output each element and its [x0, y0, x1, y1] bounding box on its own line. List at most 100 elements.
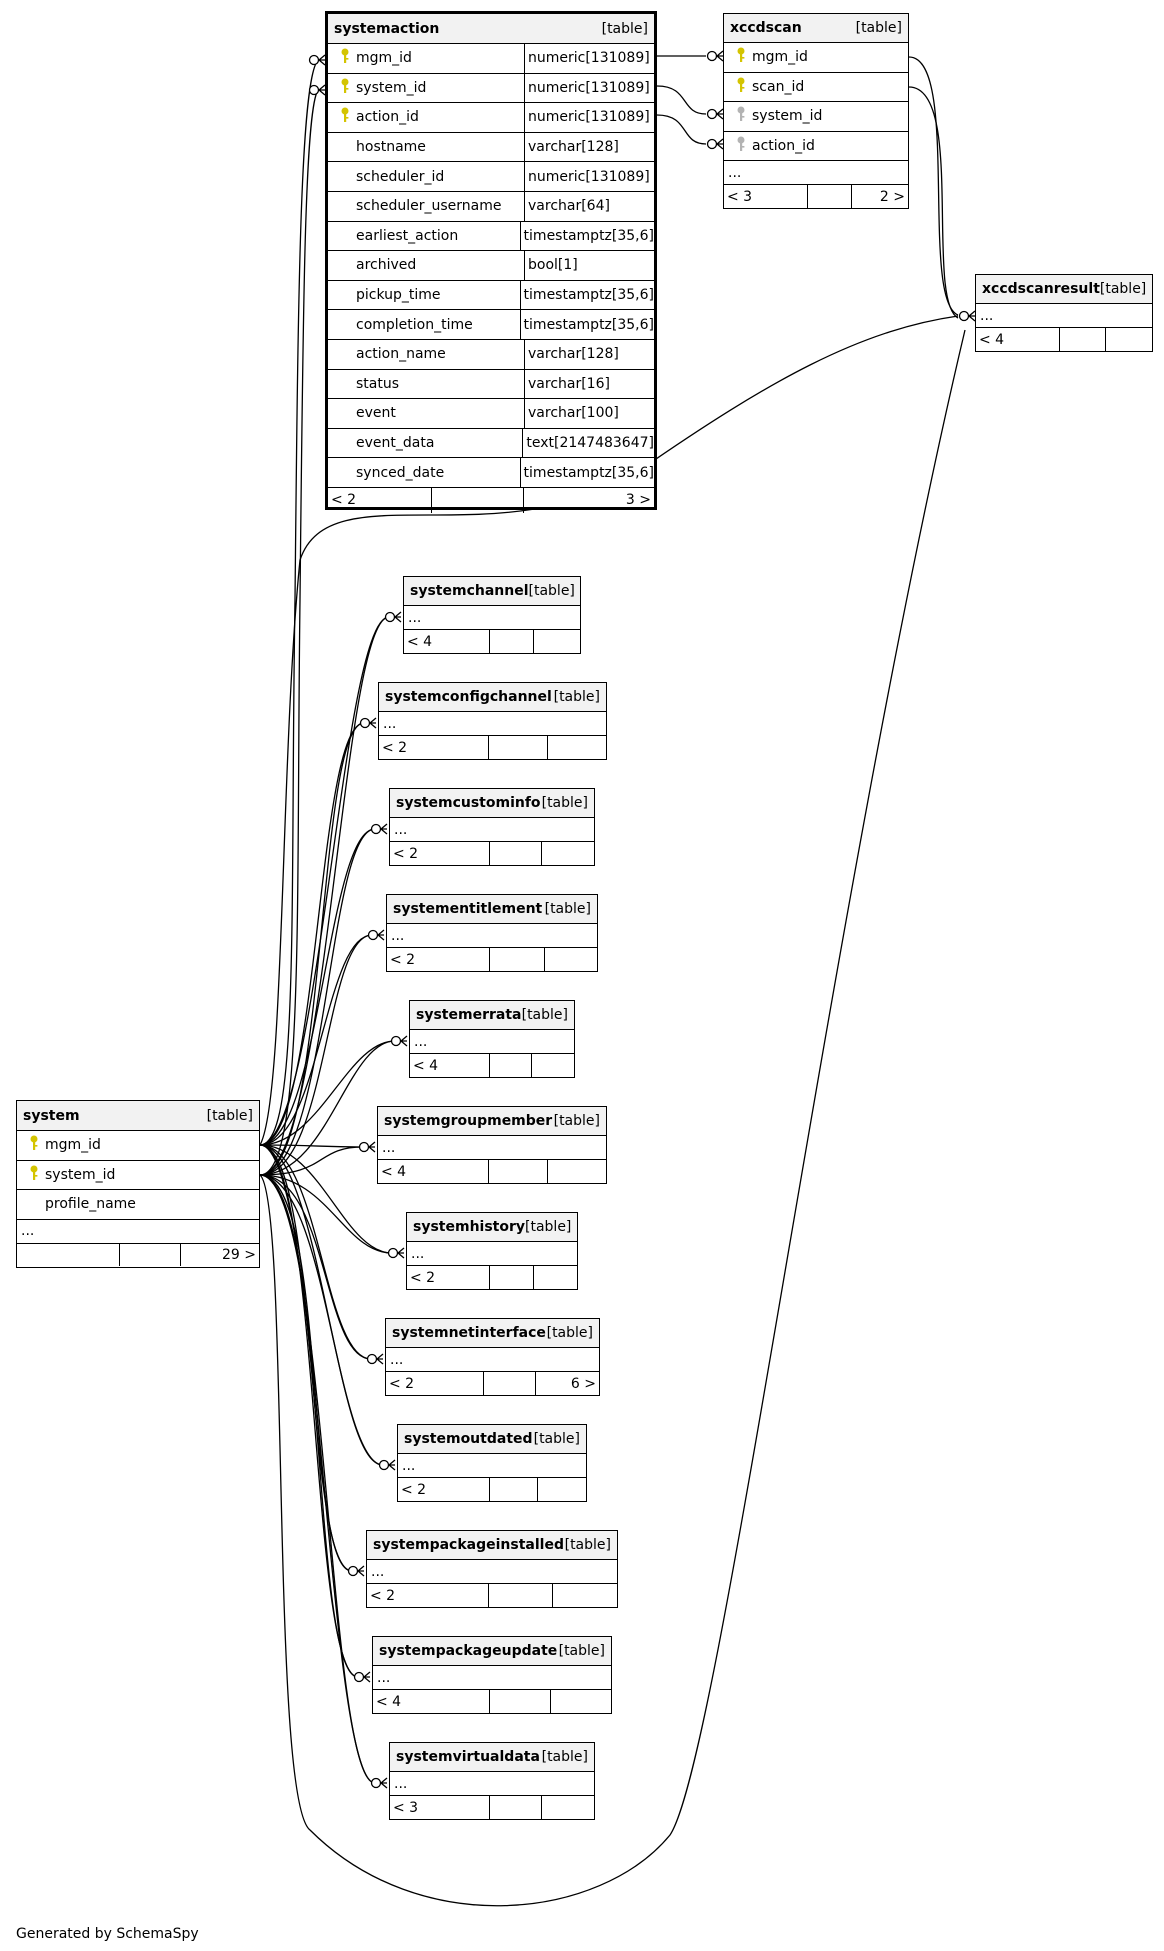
footer-parents[interactable]: < 2	[386, 1372, 484, 1395]
table-systemconfigchannel[interactable]: systemconfigchannel[table]...< 2	[378, 682, 607, 760]
table-systemvirtualdata[interactable]: systemvirtualdata[table]...< 3	[389, 1742, 595, 1820]
column-row[interactable]: mgm_id	[724, 43, 908, 73]
more-columns[interactable]: ...	[367, 1560, 617, 1584]
footer-parents[interactable]: < 2	[367, 1584, 489, 1607]
footer-parents[interactable]: < 4	[373, 1690, 490, 1713]
column-row[interactable]: action_id	[724, 132, 908, 161]
footer-children[interactable]	[1106, 328, 1152, 351]
column-row[interactable]: system_id	[17, 1161, 259, 1190]
more-columns[interactable]: ...	[379, 712, 606, 736]
more-columns[interactable]: ...	[378, 1136, 606, 1160]
more-columns[interactable]: ...	[410, 1030, 574, 1054]
table-xccdscanresult[interactable]: xccdscanresult [table] ... < 4	[975, 274, 1153, 352]
column-row[interactable]: system_id	[724, 102, 908, 132]
foreign-key-icon	[737, 136, 745, 151]
footer-parents[interactable]: < 2	[379, 736, 489, 759]
footer-children[interactable]	[534, 1266, 577, 1289]
footer-parents[interactable]: < 4	[404, 630, 490, 653]
more-columns[interactable]: ...	[398, 1454, 586, 1478]
table-tag: [table]	[525, 1219, 572, 1235]
table-systempackageinstalled[interactable]: systempackageinstalled[table]...< 2	[366, 1530, 618, 1608]
footer-parents[interactable]	[17, 1243, 120, 1266]
table-systemoutdated[interactable]: systemoutdated[table]...< 2	[397, 1424, 587, 1502]
more-columns[interactable]: ...	[373, 1666, 611, 1690]
table-systemhistory[interactable]: systemhistory[table]...< 2	[406, 1212, 578, 1290]
footer-children[interactable]	[545, 948, 597, 971]
footer-parents[interactable]: < 2	[328, 487, 432, 513]
key-slot	[334, 78, 356, 98]
more-columns[interactable]: ...	[407, 1242, 577, 1266]
footer-children[interactable]	[534, 630, 580, 653]
footer-children[interactable]: 29 >	[222, 1246, 256, 1263]
footer-children[interactable]: 2 >	[879, 189, 905, 205]
table-tag: [table]	[553, 689, 600, 705]
column-name: scheduler_id	[356, 168, 445, 185]
table-systemgroupmember[interactable]: systemgroupmember[table]...< 4	[377, 1106, 607, 1184]
table-systemchannel[interactable]: systemchannel[table]...< 4	[403, 576, 581, 654]
column-row[interactable]: profile_name	[17, 1190, 259, 1220]
footer-parents[interactable]: < 4	[976, 328, 1060, 351]
footer-parents[interactable]: < 2	[387, 948, 490, 971]
table-systementitlement[interactable]: systementitlement[table]...< 2	[386, 894, 598, 972]
footer-children[interactable]	[542, 842, 594, 865]
footer-parents[interactable]: < 3	[724, 185, 808, 209]
column-row[interactable]: mgm_id	[17, 1131, 259, 1161]
more-columns[interactable]: ...	[390, 1772, 594, 1796]
edge-system-5-0	[259, 1144, 364, 1148]
table-footer: 29 >	[17, 1243, 259, 1284]
table-systemerrata[interactable]: systemerrata[table]...< 4	[409, 1000, 575, 1078]
column-type: text[2147483647]	[522, 428, 654, 458]
footer-parents[interactable]: < 4	[410, 1054, 490, 1077]
table-systemcustominfo[interactable]: systemcustominfo[table]...< 2	[389, 788, 595, 866]
edge-system-6-0	[259, 1144, 393, 1254]
footer-parents[interactable]: < 2	[390, 842, 490, 865]
footer-parents[interactable]: < 4	[378, 1160, 489, 1183]
footer-children[interactable]	[548, 736, 606, 759]
more-columns[interactable]: ...	[724, 161, 908, 185]
footer-children[interactable]: 6 >	[570, 1375, 596, 1392]
column-name: synced_date	[356, 464, 445, 481]
footer-children[interactable]	[553, 1584, 617, 1607]
footer-parents[interactable]: < 2	[407, 1266, 490, 1289]
more-columns[interactable]: ...	[386, 1348, 599, 1372]
footer-children[interactable]	[548, 1160, 606, 1183]
footer-children[interactable]	[532, 1054, 574, 1077]
footer-children[interactable]	[538, 1478, 586, 1501]
column-row[interactable]: scan_id	[724, 73, 908, 102]
more-columns[interactable]: ...	[17, 1220, 259, 1244]
footer-children[interactable]: 3 >	[625, 492, 651, 509]
more-columns[interactable]: ...	[387, 924, 597, 948]
footer-children[interactable]	[551, 1690, 611, 1713]
footer-parents[interactable]: < 3	[390, 1796, 490, 1819]
table-tag: [table]	[558, 1643, 605, 1659]
more-columns[interactable]: ...	[404, 606, 580, 630]
more-columns[interactable]: ...	[390, 818, 594, 842]
table-systempackageupdate[interactable]: systempackageupdate[table]...< 4	[372, 1636, 612, 1714]
table-header: xccdscanresult [table]	[976, 275, 1152, 304]
footer-children[interactable]	[542, 1796, 594, 1819]
table-name: systemnetinterface	[392, 1325, 546, 1341]
more-columns[interactable]: ...	[976, 304, 1152, 328]
column-name-cell: event_data	[328, 429, 522, 458]
footer-parents[interactable]: < 2	[398, 1478, 490, 1501]
table-name: xccdscanresult	[982, 281, 1100, 297]
